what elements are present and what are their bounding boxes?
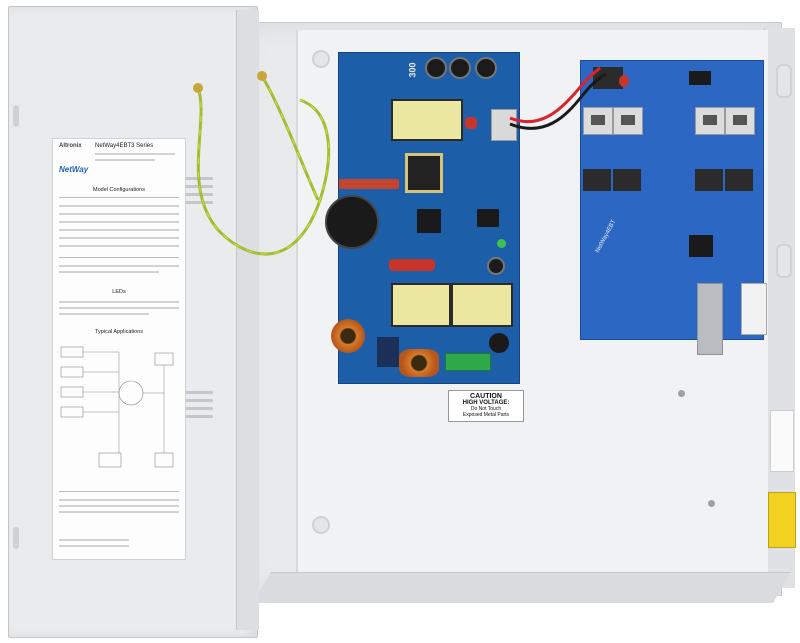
door-hinge — [13, 527, 19, 549]
mount-hole — [678, 390, 685, 397]
door-label: Altronix NetWay4EBT3 Series NetWay Model… — [52, 138, 186, 560]
ethernet-port[interactable] — [695, 107, 725, 135]
ground-lug — [193, 83, 203, 93]
knockout — [776, 64, 792, 98]
capacitor-red — [465, 117, 477, 129]
dc-wire-black — [509, 72, 607, 130]
power-supply-board: 300 — [325, 52, 520, 384]
capacitor-red — [619, 75, 629, 87]
vent-slot — [177, 407, 213, 410]
vent-slot — [177, 193, 213, 196]
transformer — [391, 283, 451, 327]
application-diagram — [60, 346, 174, 468]
vent-slot — [177, 177, 213, 180]
label-logo: NetWay — [59, 165, 89, 174]
power-connector — [593, 67, 623, 89]
keyhole-slot — [312, 516, 330, 534]
label-section-models: Model Configurations — [93, 187, 145, 193]
capacitor — [489, 333, 509, 353]
ethernet-port[interactable] — [613, 107, 643, 135]
capacitor — [475, 57, 497, 79]
ground-wire — [260, 75, 320, 201]
status-led — [497, 239, 506, 248]
label-brand: Altronix — [59, 143, 82, 149]
caution-label: CAUTION HIGH VOLTAGE: Do Not Touch Expos… — [448, 390, 524, 422]
capacitor-red — [389, 259, 435, 271]
label-series: NetWay4EBT3 Series — [95, 143, 154, 149]
vent-slot — [177, 415, 213, 418]
side-label — [770, 410, 794, 472]
sfp-cage[interactable] — [697, 283, 723, 355]
transformer — [391, 99, 463, 141]
vent-slot — [177, 201, 213, 204]
transformer — [451, 283, 513, 327]
ground-wire — [196, 87, 331, 256]
vent-slot — [177, 391, 213, 394]
capacitor — [425, 57, 447, 79]
vent-slot — [177, 185, 213, 188]
ground-lug — [257, 71, 267, 81]
caution-title: CAUTION — [470, 393, 502, 400]
knockout — [776, 244, 792, 278]
terminal-block — [445, 353, 491, 371]
bulk-capacitor — [325, 195, 379, 249]
side-connector[interactable] — [741, 283, 767, 335]
toroid-coil — [399, 349, 439, 377]
capacitor — [487, 257, 505, 275]
ic-chip — [477, 209, 499, 227]
toroid-coil — [331, 319, 365, 353]
dc-wire-red — [509, 66, 601, 124]
capacitor — [449, 57, 471, 79]
resistor-bank — [339, 179, 399, 189]
switch-chip — [689, 235, 713, 257]
capacitor-box — [377, 337, 399, 367]
warning-sticker — [768, 492, 796, 548]
mount-hole — [708, 500, 715, 507]
caution-line: Do Not Touch — [470, 406, 502, 412]
door-hinge — [13, 105, 19, 127]
relay — [583, 169, 611, 191]
keyhole-slot — [312, 50, 330, 68]
door-flange — [236, 10, 259, 630]
ic-chip — [689, 71, 711, 85]
vent-slot — [177, 399, 213, 402]
label-section-leds: LEDs — [112, 289, 126, 295]
caution-line: Exposed Metal Parts — [462, 412, 510, 418]
relay — [613, 169, 641, 191]
relay — [695, 169, 723, 191]
ethernet-port[interactable] — [583, 107, 613, 135]
label-section-apps: Typical Applications — [95, 329, 143, 335]
caution-subtitle: HIGH VOLTAGE: — [462, 400, 510, 406]
ethernet-port[interactable] — [725, 107, 755, 135]
network-switch-board: NetWay4EBT — [580, 60, 767, 355]
ic-chip — [417, 209, 441, 233]
choke — [405, 153, 443, 193]
relay — [725, 169, 753, 191]
